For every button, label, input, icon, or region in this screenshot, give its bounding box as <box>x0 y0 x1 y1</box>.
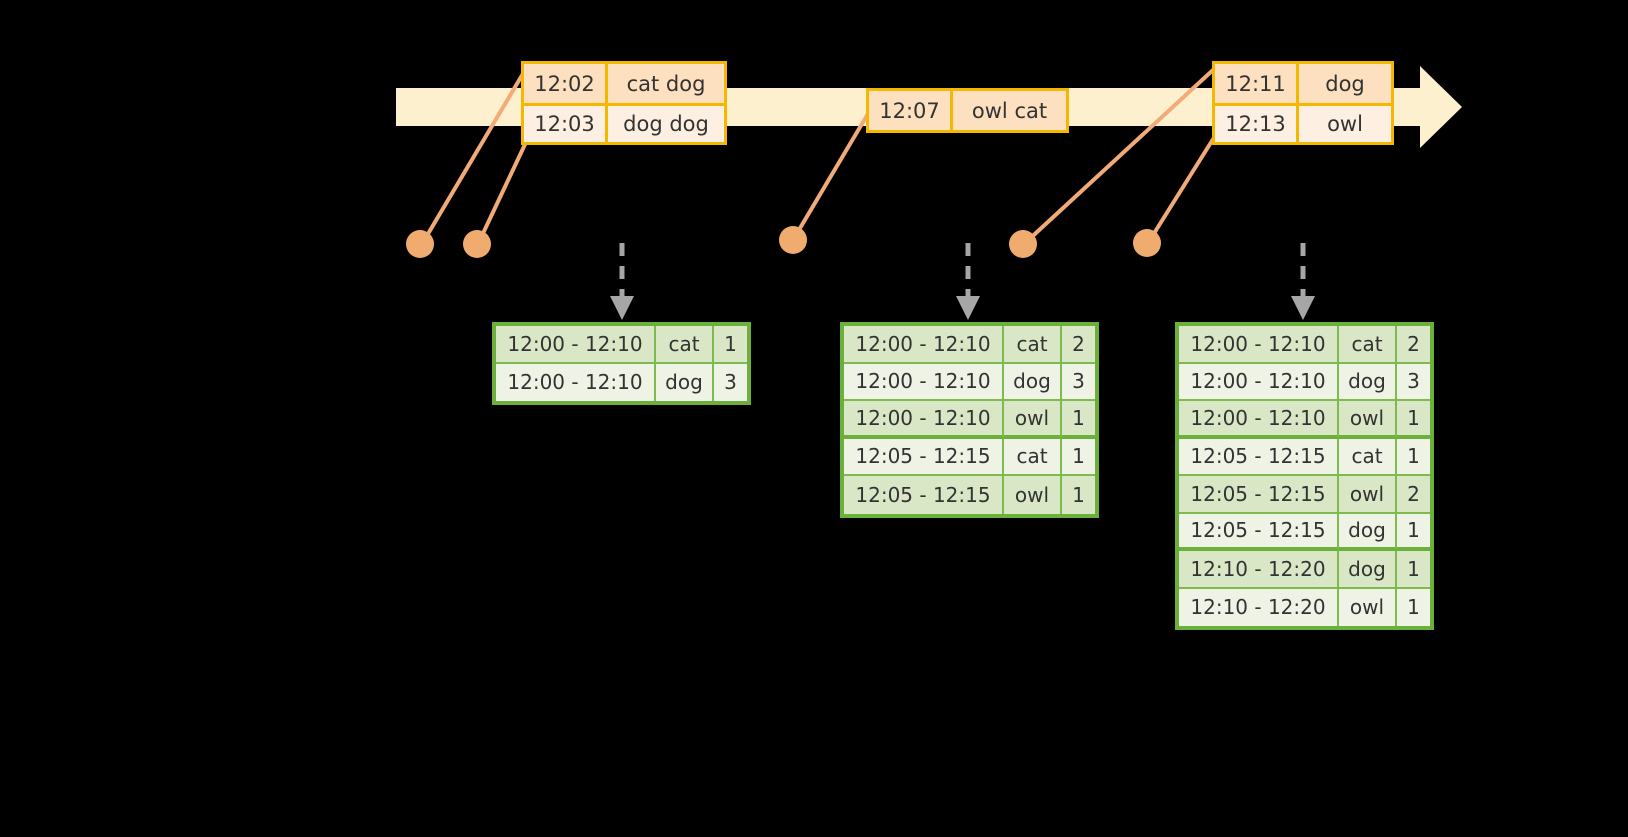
event-value: dog dog <box>608 106 724 142</box>
key-cell: owl <box>1004 476 1062 514</box>
event-time: 12:07 <box>869 91 953 130</box>
event-group-3[interactable]: 12:11 dog 12:13 owl <box>1212 61 1394 145</box>
count-cell: 3 <box>1397 363 1430 401</box>
key-cell: dog <box>1339 551 1397 589</box>
key-cell: cat <box>656 326 714 364</box>
event-group-1[interactable]: 12:02 cat dog 12:03 dog dog <box>521 61 727 145</box>
event-row: 12:02 cat dog <box>524 64 724 103</box>
count-cell: 1 <box>1062 476 1095 514</box>
key-cell: cat <box>1004 438 1062 476</box>
event-value: owl <box>1299 106 1391 142</box>
count-cell: 1 <box>1062 438 1095 476</box>
event-dots <box>406 226 1161 258</box>
window-cell: 12:05 - 12:15 <box>844 476 1004 514</box>
event-value: owl cat <box>953 91 1066 130</box>
count-cell: 1 <box>1397 438 1430 476</box>
count-cell: 1 <box>1062 401 1095 439</box>
event-time: 12:02 <box>524 64 608 103</box>
window-cell: 12:10 - 12:20 <box>1179 588 1339 626</box>
event-time: 12:03 <box>524 106 608 142</box>
window-cell: 12:00 - 12:10 <box>496 363 656 401</box>
key-cell: cat <box>1339 438 1397 476</box>
count-cell: 1 <box>1397 588 1430 626</box>
event-dot <box>1009 230 1037 258</box>
count-cell: 1 <box>1397 401 1430 439</box>
key-cell: owl <box>1339 588 1397 626</box>
count-cell: 2 <box>1397 476 1430 514</box>
count-cell: 1 <box>1397 551 1430 589</box>
window-cell: 12:10 - 12:20 <box>1179 551 1339 589</box>
key-cell: dog <box>1004 363 1062 401</box>
event-row: 12:07 owl cat <box>869 91 1066 130</box>
window-cell: 12:00 - 12:10 <box>844 326 1004 364</box>
event-dot <box>406 230 434 258</box>
key-cell: owl <box>1004 401 1062 439</box>
window-cell: 12:00 - 12:10 <box>844 363 1004 401</box>
event-row: 12:13 owl <box>1215 103 1391 142</box>
key-cell: owl <box>1339 401 1397 439</box>
event-group-2[interactable]: 12:07 owl cat <box>866 88 1069 133</box>
key-cell: dog <box>656 363 714 401</box>
key-cell: dog <box>1339 363 1397 401</box>
key-cell: cat <box>1004 326 1062 364</box>
event-dot <box>779 226 807 254</box>
emit-arrows <box>610 243 1315 320</box>
event-row: 12:03 dog dog <box>524 103 724 142</box>
event-dot <box>463 230 491 258</box>
window-cell: 12:05 - 12:15 <box>1179 476 1339 514</box>
event-dot <box>1133 229 1161 257</box>
window-cell: 12:00 - 12:10 <box>1179 326 1339 364</box>
event-time: 12:11 <box>1215 64 1299 103</box>
count-cell: 1 <box>1397 513 1430 551</box>
key-cell: owl <box>1339 476 1397 514</box>
count-cell: 1 <box>714 326 747 364</box>
window-cell: 12:00 - 12:10 <box>496 326 656 364</box>
count-cell: 2 <box>1397 326 1430 364</box>
key-cell: cat <box>1339 326 1397 364</box>
key-cell: dog <box>1339 513 1397 551</box>
count-cell: 3 <box>1062 363 1095 401</box>
count-cell: 2 <box>1062 326 1095 364</box>
event-value: cat dog <box>608 64 724 103</box>
event-time: 12:13 <box>1215 106 1299 142</box>
window-cell: 12:05 - 12:15 <box>1179 438 1339 476</box>
window-cell: 12:05 - 12:15 <box>844 438 1004 476</box>
event-value: dog <box>1299 64 1391 103</box>
event-row: 12:11 dog <box>1215 64 1391 103</box>
window-cell: 12:00 - 12:10 <box>844 401 1004 439</box>
window-cell: 12:00 - 12:10 <box>1179 363 1339 401</box>
count-cell: 3 <box>714 363 747 401</box>
window-cell: 12:00 - 12:10 <box>1179 401 1339 439</box>
window-cell: 12:05 - 12:15 <box>1179 513 1339 551</box>
